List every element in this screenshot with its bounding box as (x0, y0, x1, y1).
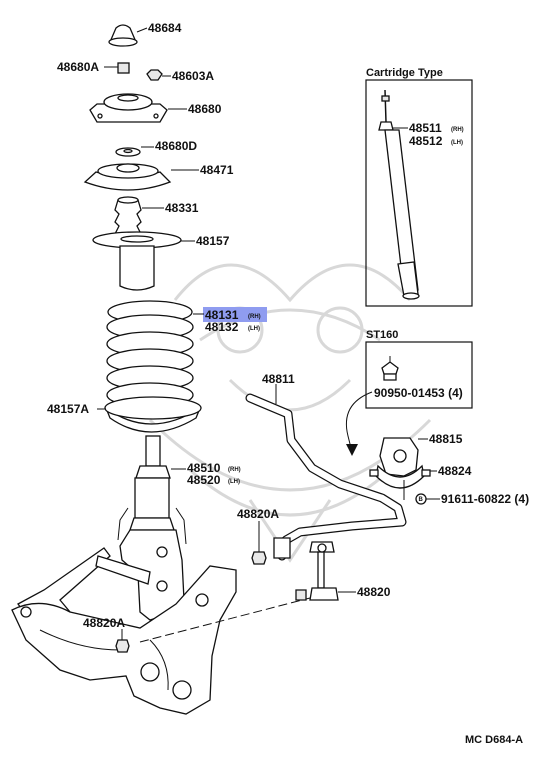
shock-absorber-48510[interactable] (129, 435, 175, 531)
stabilizer-bushing-48815[interactable] (379, 437, 419, 477)
coil-spring[interactable] (106, 300, 194, 408)
bolt-marker-letter: B (419, 497, 424, 503)
label-48684[interactable]: 48684 (148, 21, 182, 35)
label-48603A[interactable]: 48603A (172, 69, 214, 83)
label-48157[interactable]: 48157 (196, 234, 230, 248)
label-48512-side: (LH) (451, 140, 463, 146)
stabilizer-link-48820[interactable] (295, 541, 339, 601)
stabilizer-bar-48811[interactable] (245, 393, 407, 561)
shock-cartridge-48511[interactable] (378, 89, 420, 300)
label-48511-side: (RH) (451, 127, 464, 133)
label-48131[interactable]: 48131 (205, 308, 239, 322)
spring-lower-seat-48157A[interactable] (104, 396, 202, 433)
label-48471[interactable]: 48471 (200, 163, 234, 177)
nut-48820A-upper[interactable] (251, 551, 267, 565)
label-48824[interactable]: 48824 (438, 464, 472, 478)
nut-48820A-lower[interactable] (115, 639, 130, 653)
top-mount-cap[interactable] (108, 24, 138, 47)
steering-knuckle[interactable] (117, 507, 187, 621)
label-48680A[interactable]: 48680A (57, 60, 99, 74)
label-48520-side: (LH) (228, 479, 240, 485)
spring-upper-seat-48471[interactable] (83, 163, 172, 191)
label-48820A-upper[interactable]: 48820A (237, 507, 279, 521)
label-48680[interactable]: 48680 (188, 102, 222, 116)
label-48132[interactable]: 48132 (205, 320, 239, 334)
label-48512[interactable]: 48512 (409, 134, 443, 148)
inset-st160-frame (365, 341, 473, 409)
bearing-48680D[interactable] (115, 147, 141, 157)
inset-arrow (346, 391, 373, 453)
label-48680D[interactable]: 48680D (155, 139, 197, 153)
bolt-callout-b[interactable]: B (403, 480, 427, 505)
upper-support-48680[interactable] (89, 93, 168, 123)
inset-cartridge-frame (365, 79, 473, 307)
label-91611-60822[interactable]: 91611-60822 (4) (441, 492, 529, 506)
label-90950-01453[interactable]: 90950-01453 (4) (374, 386, 463, 400)
label-48811[interactable]: 48811 (262, 372, 295, 386)
mount-nut-48603A[interactable] (146, 69, 163, 81)
inset-arrow-head (346, 444, 358, 456)
label-48131-side: (RH) (248, 314, 261, 320)
label-48157A[interactable]: 48157A (47, 402, 89, 416)
label-48331[interactable]: 48331 (165, 201, 199, 215)
diagram-code: MC D684-A (465, 734, 523, 746)
inset-title-st160: ST160 (366, 329, 398, 341)
mount-nut-48680A[interactable] (117, 62, 130, 74)
label-48132-side: (LH) (248, 326, 260, 332)
label-48820[interactable]: 48820 (357, 585, 391, 599)
label-48510-side: (RH) (228, 467, 241, 473)
stabilizer-bracket-48824[interactable] (369, 464, 431, 489)
label-48511[interactable]: 48511 (409, 121, 442, 135)
inset-title-cartridge: Cartridge Type (366, 67, 443, 79)
label-48815[interactable]: 48815 (429, 432, 463, 446)
highlight-box-48131 (203, 307, 267, 322)
dashed-link-line (139, 597, 311, 643)
bump-stopper-48331[interactable] (113, 196, 143, 235)
label-48520[interactable]: 48520 (187, 473, 221, 487)
label-48510[interactable]: 48510 (187, 461, 221, 475)
clip-90950-01453[interactable] (381, 356, 399, 381)
label-48820A-lower[interactable]: 48820A (83, 616, 125, 630)
insulator-48157[interactable] (92, 231, 182, 291)
